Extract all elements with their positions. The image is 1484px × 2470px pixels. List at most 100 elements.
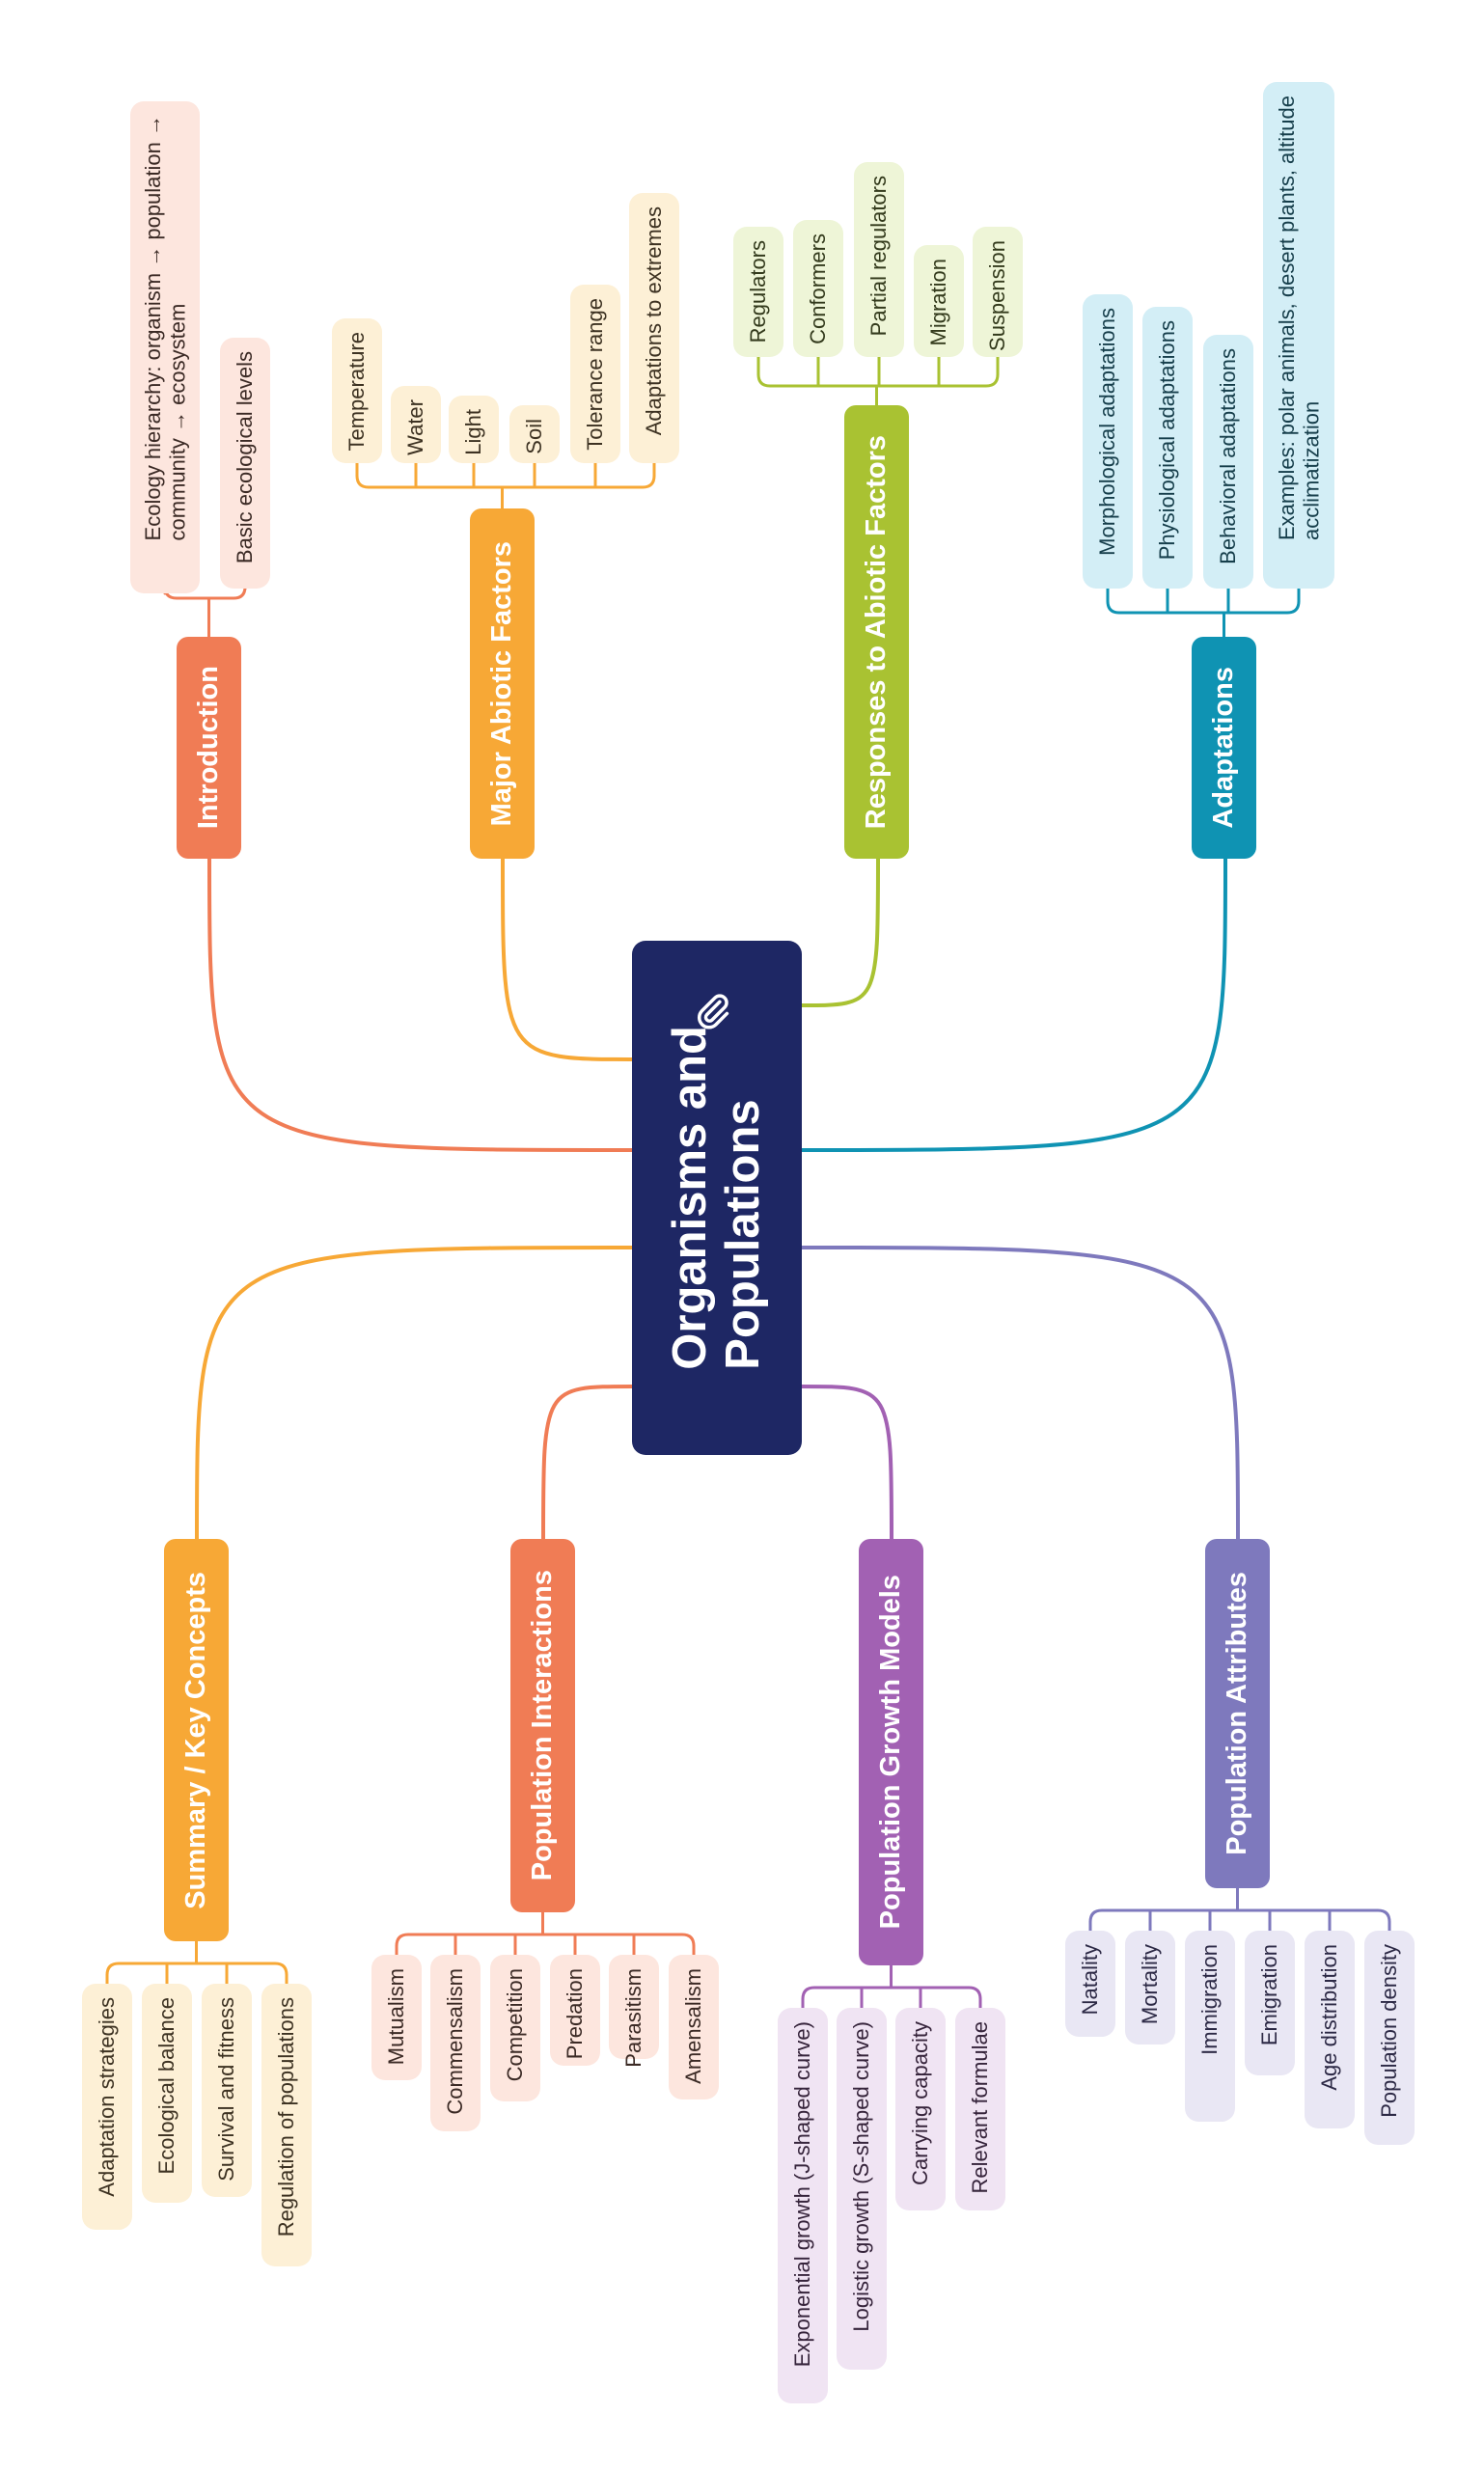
branch-label: Population Growth Models	[874, 1575, 906, 1930]
leaf-node[interactable]: Light	[449, 396, 499, 463]
leaf-label: Regulators	[746, 240, 771, 343]
leaf-label: Commensalism	[443, 1968, 468, 2115]
bracket-bar-adaptations	[1106, 599, 1301, 615]
leaf-node[interactable]: Mortality	[1125, 1931, 1175, 2045]
branch-connector-population-growth-models	[800, 1385, 893, 1541]
leaf-node[interactable]: Parasitism	[609, 1955, 659, 2068]
leaf-node[interactable]: Tolerance range	[570, 285, 620, 463]
leaf-node[interactable]: Morphological adaptations	[1083, 294, 1133, 589]
leaf-node[interactable]: Commensalism	[430, 1955, 481, 2131]
leaf-label: Tolerance range	[583, 298, 608, 451]
leaf-label: Behavioral adaptations	[1216, 348, 1241, 564]
leaf-node[interactable]: Partial regulators	[854, 162, 904, 357]
leaf-node[interactable]: Emigration	[1245, 1931, 1295, 2075]
leaf-node[interactable]: Regulation of populations	[261, 1984, 312, 2266]
bracket-bar-summary-key-concepts	[105, 1962, 289, 1977]
leaf-label: Temperature	[344, 332, 370, 452]
leaf-label: Adaptations to extremes	[642, 206, 667, 436]
leaf-node[interactable]: Migration	[914, 245, 964, 357]
leaf-label: Regulation of populations	[274, 1997, 299, 2237]
leaf-label: Ecology hierarchy: organism → population…	[140, 115, 189, 541]
branch-connector-responses-to-abiotic-factors	[800, 857, 880, 1007]
branch-node-responses-to-abiotic-factors[interactable]: Responses to Abiotic Factors	[844, 405, 909, 859]
leaf-label: Emigration	[1257, 1944, 1282, 2046]
leaf-label: Morphological adaptations	[1095, 308, 1120, 556]
central-topic-title: Organisms and Populations	[664, 1026, 769, 1370]
leaf-node[interactable]: Immigration	[1185, 1931, 1235, 2122]
branch-node-adaptations[interactable]: Adaptations	[1192, 637, 1256, 859]
bracket-bar-major-abiotic-factors	[355, 474, 656, 489]
leaf-label: Population density	[1377, 1944, 1402, 2118]
leaf-node[interactable]: Survival and fitness	[202, 1984, 252, 2197]
leaf-node[interactable]: Suspension	[973, 227, 1023, 357]
leaf-node[interactable]: Adaptation strategies	[82, 1984, 132, 2230]
branch-node-population-interactions[interactable]: Population Interactions	[510, 1539, 575, 1912]
leaf-node[interactable]: Age distribution	[1305, 1931, 1355, 2128]
leaf-label: Natality	[1078, 1944, 1103, 2016]
bracket-bar-population-growth-models	[801, 1986, 982, 2001]
leaf-label: Mutualism	[384, 1968, 409, 2066]
leaf-node[interactable]: Soil	[509, 405, 560, 463]
leaf-label: Competition	[503, 1968, 528, 2082]
leaf-node[interactable]: Basic ecological levels	[220, 338, 270, 589]
branch-label: Adaptations	[1207, 667, 1239, 829]
leaf-label: Carrying capacity	[908, 2021, 933, 2185]
branch-connector-summary-key-concepts	[195, 1246, 634, 1541]
branch-node-introduction[interactable]: Introduction	[177, 637, 241, 859]
leaf-node[interactable]: Examples: polar animals, desert plants, …	[1263, 82, 1334, 589]
leaf-node[interactable]: Physiological adaptations	[1142, 307, 1193, 589]
leaf-node[interactable]: Predation	[550, 1955, 600, 2066]
branch-node-population-growth-models[interactable]: Population Growth Models	[859, 1539, 923, 1965]
leaf-node[interactable]: Exponential growth (J-shaped curve)	[778, 2008, 828, 2403]
bracket-bar-population-interactions	[395, 1933, 696, 1948]
leaf-node[interactable]: Conformers	[793, 220, 843, 357]
leaf-label: Logistic growth (S-shaped curve)	[849, 2021, 874, 2332]
leaf-node[interactable]: Regulators	[733, 227, 783, 357]
leaf-label: Basic ecological levels	[233, 351, 258, 564]
leaf-label: Suspension	[985, 240, 1010, 351]
leaf-node[interactable]: Carrying capacity	[895, 2008, 946, 2210]
leaf-label: Physiological adaptations	[1155, 320, 1180, 561]
leaf-node[interactable]: Mutualism	[371, 1955, 422, 2080]
leaf-node[interactable]: Adaptations to extremes	[629, 193, 679, 463]
leaf-label: Water	[403, 399, 428, 455]
leaf-node[interactable]: Water	[391, 386, 441, 463]
leaf-label: Conformers	[806, 233, 831, 344]
leaf-node[interactable]: Logistic growth (S-shaped curve)	[837, 2008, 887, 2370]
leaf-label: Ecological balance	[154, 1997, 179, 2175]
central-topic[interactable]: Organisms and Populations	[632, 941, 802, 1455]
leaf-label: Immigration	[1197, 1944, 1223, 2055]
branch-node-major-abiotic-factors[interactable]: Major Abiotic Factors	[470, 508, 535, 859]
leaf-label: Adaptation strategies	[95, 1997, 120, 2197]
branch-label: Population Attributes	[1221, 1572, 1252, 1855]
leaf-node[interactable]: Natality	[1065, 1931, 1115, 2037]
branch-connector-adaptations	[800, 857, 1227, 1152]
branch-connector-population-attributes	[800, 1246, 1240, 1541]
leaf-label: Examples: polar animals, desert plants, …	[1274, 96, 1323, 541]
leaf-node[interactable]: Population density	[1364, 1931, 1415, 2145]
leaf-node[interactable]: Ecological balance	[142, 1984, 192, 2203]
leaf-node[interactable]: Amensalism	[669, 1955, 719, 2100]
leaf-node[interactable]: Relevant formulae	[955, 2008, 1005, 2210]
leaf-label: Soil	[522, 419, 547, 454]
branch-label: Introduction	[192, 666, 224, 830]
branch-label: Major Abiotic Factors	[485, 540, 517, 827]
branch-label: Population Interactions	[526, 1570, 558, 1881]
leaf-node[interactable]: Competition	[490, 1955, 540, 2101]
branch-node-summary-key-concepts[interactable]: Summary / Key Concepts	[164, 1539, 229, 1941]
leaf-label: Light	[461, 409, 486, 455]
leaf-label: Partial regulators	[866, 176, 892, 337]
paperclip-icon	[697, 994, 729, 1029]
leaf-node[interactable]: Ecology hierarchy: organism → population…	[130, 101, 200, 593]
leaf-node[interactable]: Temperature	[332, 318, 382, 463]
branch-label: Responses to Abiotic Factors	[860, 434, 892, 830]
bracket-bar-population-attributes	[1088, 1908, 1391, 1924]
leaf-node[interactable]: Behavioral adaptations	[1203, 335, 1253, 589]
leaf-label: Amensalism	[681, 1968, 706, 2084]
branch-label: Summary / Key Concepts	[179, 1571, 211, 1909]
leaf-label: Parasitism	[621, 1968, 646, 2068]
branch-connector-population-interactions	[541, 1385, 634, 1541]
branch-node-population-attributes[interactable]: Population Attributes	[1205, 1539, 1270, 1888]
